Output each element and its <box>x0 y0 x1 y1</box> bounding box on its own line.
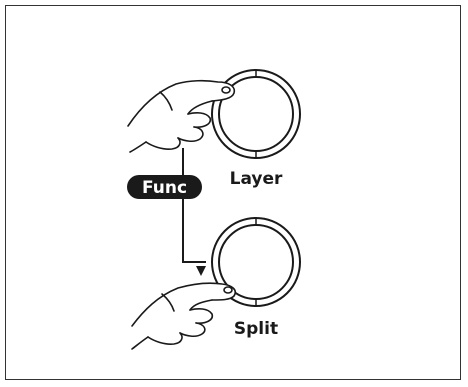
split-label: Split <box>234 319 278 339</box>
func-connector-line <box>182 148 206 263</box>
hand-pressing-icon <box>127 79 236 153</box>
arrow-down-icon <box>196 266 206 276</box>
func-badge[interactable]: Func <box>127 175 202 199</box>
diagram-frame <box>5 5 461 380</box>
split-button[interactable] <box>211 217 301 307</box>
layer-label: Layer <box>230 169 283 189</box>
func-label: Func <box>142 178 187 198</box>
hand-pressing-icon <box>131 282 237 350</box>
